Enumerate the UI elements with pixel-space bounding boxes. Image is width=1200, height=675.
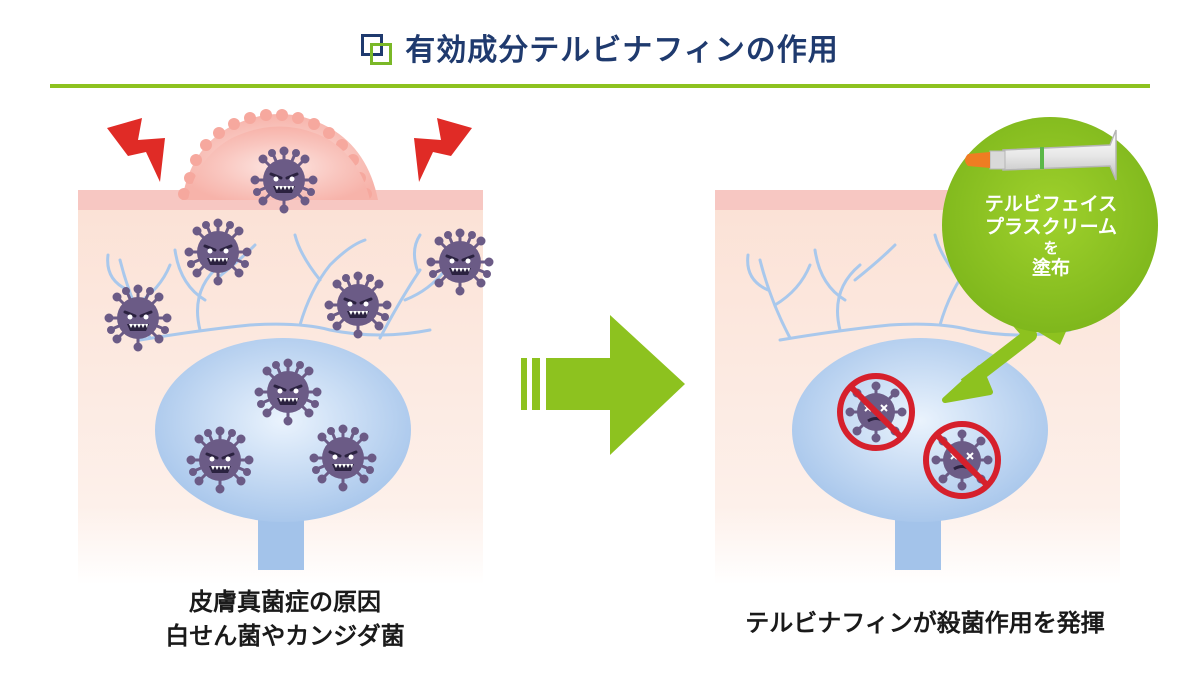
neutralized-germ bbox=[926, 424, 998, 496]
bubble-line-particle: を bbox=[1043, 239, 1059, 257]
germ bbox=[324, 271, 392, 339]
left-caption-line1: 皮膚真菌症の原因 bbox=[189, 588, 381, 616]
germ bbox=[254, 358, 322, 426]
bubble-line-product-2: プラスクリーム bbox=[984, 216, 1118, 238]
germ bbox=[309, 424, 377, 492]
title-squares-icon bbox=[361, 32, 393, 65]
infected-skin-illustration bbox=[78, 109, 494, 585]
left-caption-line2: 白せん菌やカンジダ菌 bbox=[165, 622, 405, 650]
progress-arrow-icon bbox=[521, 315, 685, 455]
cream-bubble-label: テルビフェイス プラスクリーム を 塗布 bbox=[955, 193, 1147, 280]
cream-application-bubble bbox=[942, 117, 1158, 403]
left-caption: 皮膚真菌症の原因 白せん菌やカンジダ菌 bbox=[80, 585, 490, 653]
germ bbox=[250, 146, 318, 214]
cream-tube-icon bbox=[965, 129, 1117, 181]
germ bbox=[104, 284, 172, 352]
bubble-line-action: 塗布 bbox=[1031, 257, 1070, 279]
skin-capillaries bbox=[106, 233, 447, 342]
germ bbox=[186, 426, 254, 494]
bubble-line-product-1: テルビフェイス bbox=[984, 193, 1118, 215]
germ bbox=[426, 228, 494, 296]
page-title: 有効成分テルビナフィンの作用 bbox=[405, 33, 839, 68]
treated-skin-illustration bbox=[715, 190, 1120, 585]
neutralized-germ bbox=[840, 376, 912, 448]
header: 有効成分テルビナフィンの作用 bbox=[0, 22, 1200, 72]
right-caption: テルビナフィンが殺菌作用を発揮 bbox=[745, 609, 1105, 637]
germ bbox=[184, 218, 252, 286]
title-underline bbox=[50, 84, 1150, 88]
pain-bolt-left-icon bbox=[107, 118, 165, 182]
pain-bolt-right-icon bbox=[414, 118, 472, 182]
